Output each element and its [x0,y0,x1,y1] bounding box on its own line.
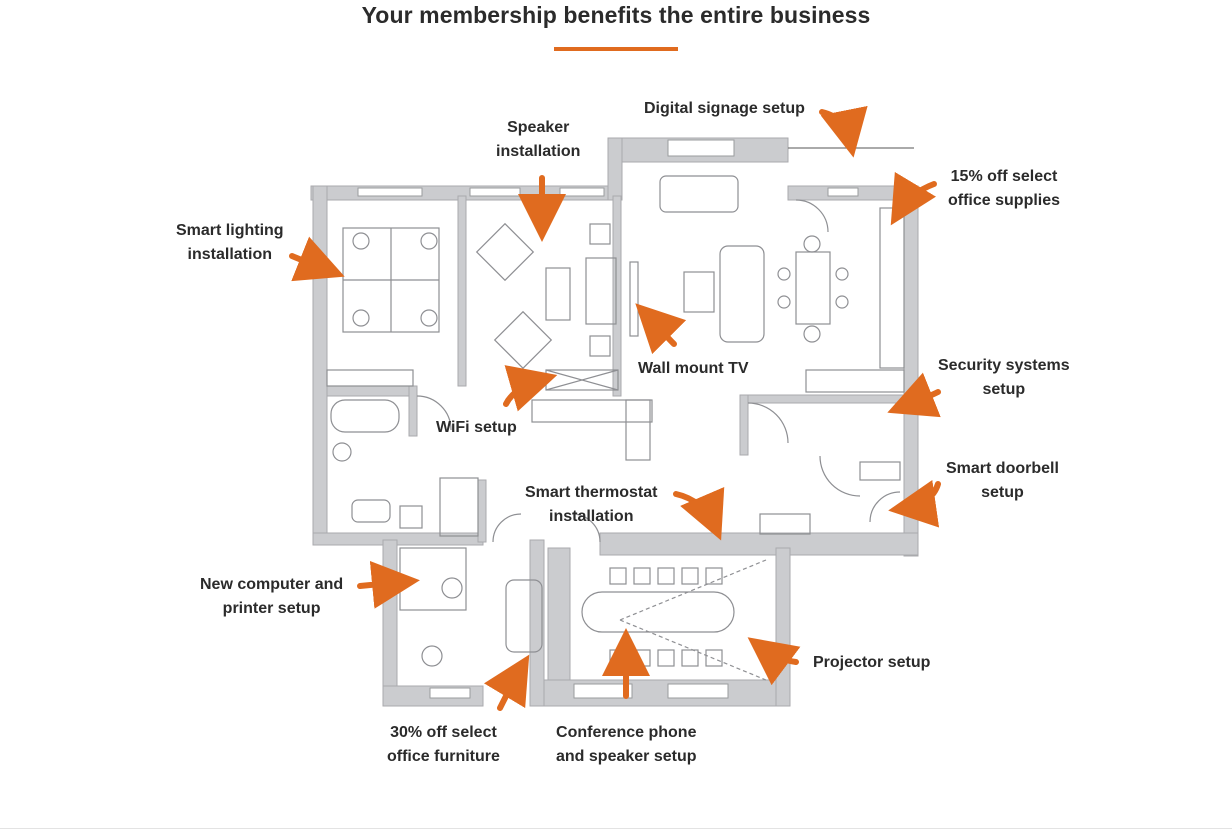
label-projector: Projector setup [813,654,931,671]
footer-divider [0,828,1232,829]
label-office-supplies: 15% off select office supplies [948,168,1061,209]
label-computer-printer: New computer and printer setup [200,576,344,617]
label-speaker-installation: Speaker installation [496,119,581,160]
label-security-systems: Security systems setup [938,357,1070,398]
arrow-computer [357,560,420,609]
label-wifi-setup: WiFi setup [436,419,517,436]
arrow-smart-lighting [289,236,345,282]
arrow-thermostat [673,486,725,541]
label-office-furniture: 30% off select office furniture [387,724,500,765]
arrow-security [887,372,941,418]
arrow-furniture [483,654,530,711]
walls [310,137,919,707]
label-wall-mount-tv: Wall mount TV [638,360,749,377]
label-digital-signage: Digital signage setup [644,100,805,117]
label-smart-lighting: Smart lighting installation [176,222,284,263]
title-underline [554,47,678,51]
callout-arrows [289,105,941,711]
arrow-wall-tv [635,303,687,355]
label-smart-thermostat: Smart thermostat installation [525,484,658,525]
arrow-wifi [503,365,558,412]
page-title: Your membership benefits the entire busi… [361,2,871,28]
arrow-office-supplies [890,171,937,226]
arrow-doorbell [888,479,941,528]
arrow-digital-signage [819,105,868,158]
label-conference-phone: Conference phone and speaker setup [556,724,697,765]
windows [357,139,859,699]
label-smart-doorbell: Smart doorbell setup [946,460,1059,501]
arrow-projector [747,637,801,686]
